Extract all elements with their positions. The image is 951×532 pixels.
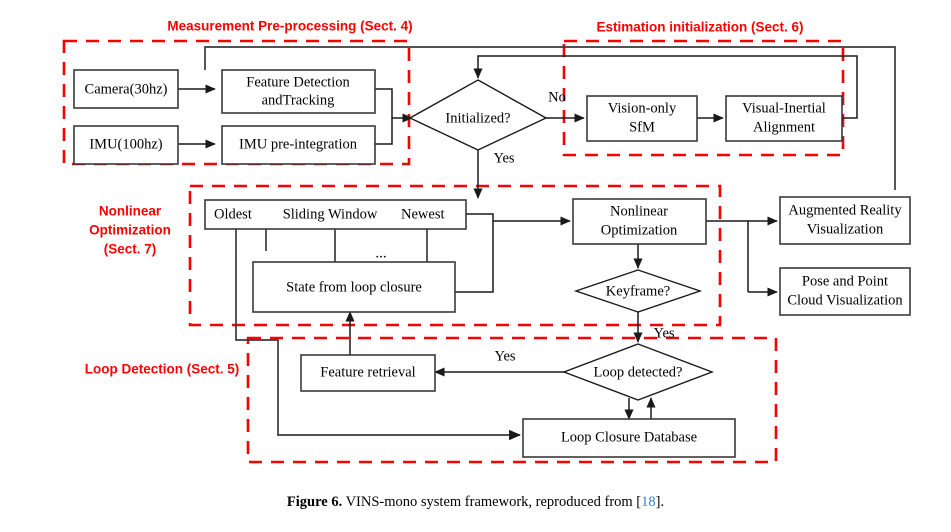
group-label-loop-detection: Loop Detection (Sect. 5) bbox=[85, 362, 240, 377]
node-imu-preintegration-label: IMU pre-integration bbox=[239, 136, 358, 152]
node-imu-label: IMU(100hz) bbox=[89, 136, 162, 152]
node-feature-detection-line2: andTracking bbox=[262, 92, 335, 108]
node-pose-point-cloud-line2: Cloud Visualization bbox=[787, 292, 903, 308]
node-sliding-window-newest: Newest bbox=[401, 206, 445, 222]
node-feature-retrieval-label: Feature retrieval bbox=[320, 364, 415, 380]
node-loop-detected-label: Loop detected? bbox=[594, 364, 683, 380]
figure-caption: Figure 6. VINS-mono system framework, re… bbox=[0, 494, 951, 511]
group-label-measurement-preprocessing: Measurement Pre-processing (Sect. 4) bbox=[167, 19, 412, 34]
node-imu bbox=[73, 125, 179, 165]
node-sliding-window-title: Sliding Window bbox=[283, 206, 378, 222]
node-camera bbox=[73, 69, 179, 109]
node-loop-detected-decision bbox=[562, 343, 714, 401]
caption-figure-number: Figure 6. bbox=[286, 494, 343, 510]
edge-feature-detection-to-initialized bbox=[375, 88, 413, 123]
caption-reference-link[interactable]: 18 bbox=[641, 494, 656, 510]
node-imu-preintegration bbox=[221, 125, 376, 165]
edge-feedback-outer-top bbox=[204, 46, 896, 190]
node-visual-inertial-alignment-line2: Alignment bbox=[753, 119, 815, 135]
node-state-from-loop-closure-label: State from loop closure bbox=[286, 279, 422, 295]
node-pose-point-cloud-line1: Pose and Point bbox=[802, 273, 888, 289]
edge-nonlinear-opt-output-trunk bbox=[706, 220, 749, 292]
node-vision-only-sfm-line1: Vision-only bbox=[608, 100, 677, 116]
node-pose-point-cloud-visualization bbox=[779, 267, 911, 316]
group-box-loop-detection bbox=[246, 336, 778, 464]
node-keyframe-decision bbox=[573, 269, 703, 313]
node-augmented-reality-line1: Augmented Reality bbox=[788, 202, 902, 218]
edge-state-loop-closure-to-nonlinear-opt bbox=[455, 221, 494, 293]
node-initialized-decision bbox=[408, 79, 548, 151]
group-label-nonlinear-optimization-line1: Nonlinear bbox=[99, 204, 162, 219]
edge-label-loop-detected-yes: Yes bbox=[494, 348, 515, 364]
edge-alignment-to-initialized bbox=[473, 55, 858, 119]
node-vision-only-sfm-line2: SfM bbox=[629, 119, 655, 135]
node-feature-retrieval bbox=[300, 354, 436, 392]
node-augmented-reality-line2: Visualization bbox=[807, 221, 884, 237]
node-nonlinear-optimization-line2: Optimization bbox=[601, 222, 678, 238]
group-label-nonlinear-optimization-line3: (Sect. 7) bbox=[104, 242, 157, 257]
caption-tail: ]. bbox=[655, 494, 665, 510]
node-nonlinear-optimization-line1: Nonlinear bbox=[610, 203, 668, 219]
edge-oldest-marginalize bbox=[235, 251, 521, 441]
node-state-from-loop-closure bbox=[252, 261, 456, 313]
node-initialized-label: Initialized? bbox=[445, 110, 510, 126]
group-box-nonlinear-optimization bbox=[188, 184, 722, 327]
node-camera-label: Camera(30hz) bbox=[85, 81, 168, 97]
node-keyframe-label: Keyframe? bbox=[606, 283, 670, 299]
node-augmented-reality-visualization bbox=[779, 196, 911, 245]
group-label-estimation-initialization: Estimation initialization (Sect. 6) bbox=[596, 20, 803, 35]
group-box-estimation-initialization bbox=[562, 39, 845, 157]
node-visual-inertial-alignment bbox=[725, 95, 843, 142]
node-feature-detection bbox=[221, 69, 376, 114]
node-nonlinear-optimization bbox=[572, 198, 707, 245]
group-label-nonlinear-optimization-line2: Optimization bbox=[89, 223, 171, 238]
node-loop-closure-database bbox=[522, 418, 736, 458]
node-loop-closure-database-label: Loop Closure Database bbox=[561, 429, 697, 445]
edge-preintegration-to-initialized bbox=[375, 118, 393, 145]
node-sliding-window-oldest: Oldest bbox=[214, 206, 252, 222]
caption-text: VINS-mono system framework, reproduced f… bbox=[342, 494, 642, 510]
node-sliding-window-ellipsis: ... bbox=[375, 245, 386, 261]
node-feature-detection-line1: Feature Detection bbox=[246, 74, 350, 90]
edge-label-initialized-yes: Yes bbox=[493, 150, 514, 166]
edge-label-initialized-no: No bbox=[548, 89, 566, 105]
node-sliding-window bbox=[204, 199, 467, 230]
edge-sliding-window-to-nonlinear-opt bbox=[466, 213, 571, 226]
edge-label-keyframe-yes: Yes bbox=[653, 325, 674, 341]
node-vision-only-sfm bbox=[586, 95, 698, 142]
node-visual-inertial-alignment-line1: Visual-Inertial bbox=[742, 100, 826, 116]
